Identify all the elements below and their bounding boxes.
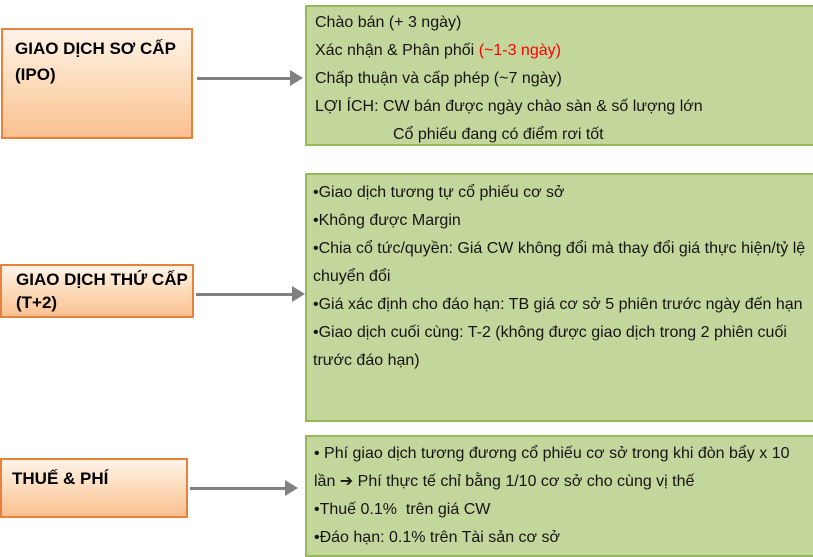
panel-tax-fees-details: • Phí giao dịch tương đương cổ phiếu cơ … — [305, 435, 813, 557]
detail-line-benefit-continued: Cổ phiếu đang có điểm rơi tốt — [393, 126, 604, 143]
arrow-right-connector-1 — [197, 77, 291, 80]
detail-line-approval: Chấp thuận và cấp phép (~7 ngày) — [315, 70, 562, 87]
detail-line-offer: Chào bán (+ 3 ngày) — [315, 14, 462, 31]
node-tax-fees: THUẾ & PHÍ — [0, 458, 188, 518]
detail-line-confirm-highlight: (~1-3 ngày) — [478, 42, 561, 59]
bullet-maturity-price: •Giá xác định cho đáo hạn: TB giá cơ sở … — [313, 296, 803, 313]
bullet-maturity-tax: •Đáo hạn: 0.1% trên Tài sản cơ sở — [314, 529, 560, 546]
node-tax-fees-label: THUẾ & PHÍ — [12, 469, 109, 488]
bullet-last-trading-day: •Giao dịch cuối cùng: T-2 (không được gi… — [313, 324, 792, 369]
arrow-right-connector-3 — [190, 487, 286, 490]
node-primary-market: GIAO DỊCH SƠ CẤP (IPO) — [1, 28, 193, 139]
bullet-transaction-fee: • Phí giao dịch tương đương cổ phiếu cơ … — [314, 445, 794, 490]
arrow-right-icon — [292, 286, 305, 302]
detail-line-confirm-distribute: Xác nhận & Phân phối (~1-3 ngày) — [315, 37, 807, 65]
bullet-dividend-rights: •Chia cổ tức/quyền: Giá CW không đổi mà … — [313, 240, 810, 285]
panel-secondary-market-details: •Giao dịch tương tự cổ phiếu cơ sở •Khôn… — [305, 173, 813, 422]
node-primary-market-label: GIAO DỊCH SƠ CẤP (IPO) — [15, 39, 176, 84]
arrow-right-icon — [290, 70, 303, 86]
node-secondary-market-label: GIAO DỊCH THỨ CẤP (T+2) — [16, 270, 188, 312]
arrow-right-connector-2 — [196, 293, 293, 296]
detail-line-confirm-text: Xác nhận & Phân phối — [315, 42, 479, 59]
node-secondary-market: GIAO DỊCH THỨ CẤP (T+2) — [0, 264, 194, 318]
bullet-tax-on-cw: •Thuế 0.1% trên giá CW — [314, 501, 491, 518]
bullet-similar-trading: •Giao dịch tương tự cổ phiếu cơ sở — [313, 184, 565, 201]
arrow-right-icon — [285, 480, 298, 496]
panel-primary-market-details: Chào bán (+ 3 ngày) Xác nhận & Phân phối… — [305, 5, 813, 146]
detail-line-benefit: LỢI ÍCH: CW bán được ngày chào sàn & số … — [315, 98, 703, 115]
bullet-no-margin: •Không được Margin — [313, 212, 461, 229]
